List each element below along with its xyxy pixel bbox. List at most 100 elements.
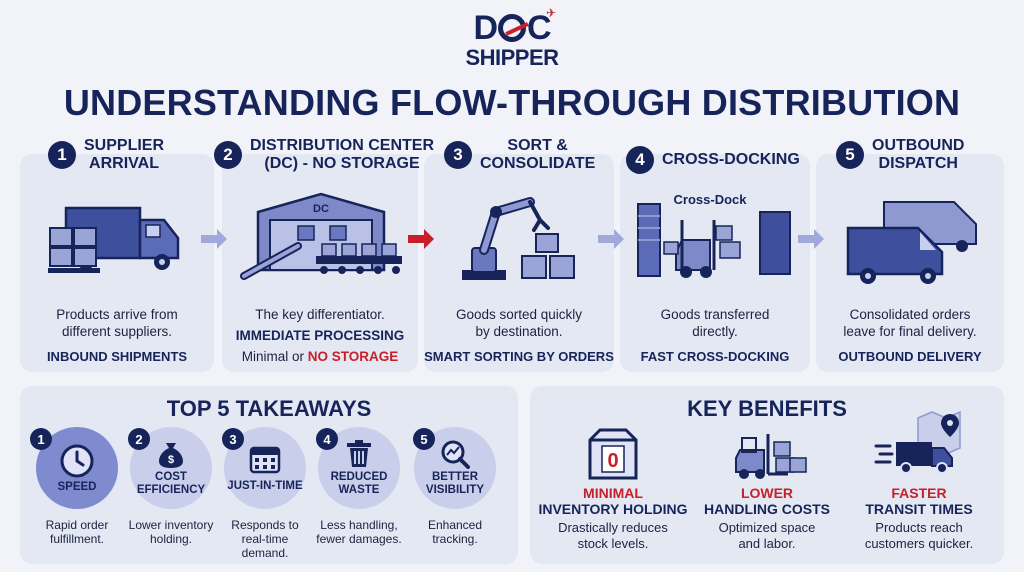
step-title: CROSS-DOCKING	[662, 151, 800, 169]
logo-letter-c: C	[527, 9, 552, 47]
benefit-heading: FASTER TRANSIT TIMES	[834, 485, 1004, 517]
forklift-icon	[735, 434, 807, 479]
benefit-heading: MINIMAL INVENTORY HOLDING	[528, 485, 698, 517]
takeaway-description: Responds to real-time demand.	[217, 518, 313, 560]
step-number: 4	[626, 146, 654, 174]
step-header-3: 3 SORT & CONSOLIDATE	[444, 137, 595, 173]
box-zero-value: 0	[607, 450, 618, 472]
desc-line: directly.	[692, 324, 738, 339]
label-line: WASTE	[338, 484, 380, 496]
takeaway-label: COST EFFICIENCY	[137, 471, 205, 497]
step-number: 3	[444, 141, 472, 169]
money-bag-icon: $	[159, 443, 183, 468]
takeaway-number: 2	[128, 428, 150, 450]
takeaway-just-in-time: JUST-IN-TIME	[224, 427, 306, 509]
desc-emphasis: IMMEDIATE PROCESSING	[235, 328, 405, 343]
desc-line: Products reach	[875, 520, 963, 535]
desc-line: Enhanced	[427, 518, 483, 532]
logo: D C ✈ SHIPPER	[462, 4, 562, 80]
benefit-highlight: MINIMAL	[583, 485, 643, 501]
label-line: REDUCED	[330, 471, 388, 483]
step-description-4: Goods transferred directly.	[620, 306, 810, 340]
step-header-1: 1 SUPPLIER ARRIVAL	[48, 137, 164, 173]
takeaway-number: 4	[316, 428, 338, 450]
clock-icon	[60, 444, 94, 477]
flow-arrow-highlight-icon	[408, 229, 434, 249]
label-line: EFFICIENCY	[136, 484, 206, 496]
robotic-arm-icon	[462, 197, 575, 280]
step-title-line: (DC) - NO STORAGE	[264, 155, 420, 172]
takeaway-description: Rapid order fulfillment.	[29, 518, 125, 546]
logo-subtitle: SHIPPER	[465, 45, 559, 70]
label-line: COST	[155, 471, 187, 483]
trash-icon	[347, 440, 371, 467]
fast-truck-icon	[874, 410, 961, 474]
step-description-5: Consolidated orders leave for final deli…	[816, 306, 1004, 340]
step-title-line: OUTBOUND	[872, 137, 965, 154]
desc-line: Responds to	[231, 518, 299, 532]
takeaway-description: Lower inventory holding.	[123, 518, 219, 546]
label-line: JUST-IN-TIME	[227, 479, 303, 492]
benefit-description: Optimized space and labor.	[682, 520, 852, 552]
step-number: 5	[836, 141, 864, 169]
desc-line: Goods sorted quickly	[455, 307, 583, 322]
desc-line: Minimal or NO STORAGE	[222, 348, 418, 365]
desc-line: Goods transferred	[660, 307, 770, 322]
desc-line: Consolidated orders	[849, 307, 971, 322]
step-header-4: 4 CROSS-DOCKING	[626, 146, 800, 174]
step-title-line: DISPATCH	[878, 155, 958, 172]
logo-letter-d: D	[473, 9, 498, 47]
desc-line: holding.	[149, 532, 193, 546]
benefits-title: KEY BENEFITS	[687, 396, 847, 421]
desc-line: leave for final delivery.	[843, 324, 977, 339]
logo-wordmark: D C	[462, 10, 562, 46]
takeaway-reduced-waste: REDUCED WASTE	[318, 427, 400, 509]
benefit-heading: LOWER HANDLING COSTS	[682, 485, 852, 517]
step-title: OUTBOUND DISPATCH	[872, 137, 964, 173]
step-card-3	[424, 154, 614, 372]
benefit-highlight: LOWER	[740, 485, 794, 501]
takeaway-label: REDUCED WASTE	[331, 471, 388, 497]
desc-line: Less handling,	[320, 518, 398, 532]
calendar-icon	[249, 446, 281, 473]
label-line: VISIBILITY	[425, 484, 485, 496]
flow-arrow-icon	[798, 229, 824, 249]
page-title: UNDERSTANDING FLOW-THROUGH DISTRIBUTION	[63, 82, 961, 123]
benefit-title: INVENTORY HOLDING	[538, 501, 688, 517]
logo-globe-icon	[498, 14, 526, 42]
benefit-title: TRANSIT TIMES	[865, 501, 973, 517]
cross-dock-icon: Cross-Dock	[637, 192, 791, 278]
step-number: 2	[214, 141, 242, 169]
step-header-5: 5 OUTBOUND DISPATCH	[836, 137, 964, 173]
takeaway-label: SPEED	[58, 481, 97, 494]
desc-line: fulfillment.	[49, 532, 105, 546]
step-title-line: CONSOLIDATE	[480, 155, 596, 172]
cross-dock-label: Cross-Dock	[674, 192, 748, 207]
takeaway-label: BETTER VISIBILITY	[426, 471, 484, 497]
step-title: DISTRIBUTION CENTER (DC) - NO STORAGE	[250, 137, 434, 173]
step-title: SORT & CONSOLIDATE	[480, 137, 595, 173]
flow-arrow-icon	[201, 229, 227, 249]
step-description-3: Goods sorted quickly by destination.	[424, 306, 614, 340]
step-title-line: SORT &	[507, 137, 568, 154]
desc-line: Optimized space	[718, 520, 816, 535]
step-tag-4: FAST CROSS-DOCKING	[640, 349, 790, 364]
desc-line: tracking.	[432, 532, 478, 546]
delivery-vans-icon	[846, 201, 977, 284]
benefit-description: Products reach customers quicker.	[834, 520, 1004, 552]
desc-line: The key differentiator.	[255, 307, 385, 322]
label-line: BETTER	[432, 471, 478, 483]
desc-line: Drastically reduces	[558, 520, 668, 535]
step-tag-3: SMART SORTING BY ORDERS	[424, 349, 614, 364]
step-title-line: SUPPLIER	[84, 137, 165, 154]
desc-line: customers quicker.	[864, 536, 974, 551]
takeaway-number: 5	[413, 428, 435, 450]
takeaway-label: JUST-IN-TIME	[227, 480, 302, 493]
desc-line: by destination.	[475, 324, 563, 339]
truck-with-pallets-icon	[48, 206, 180, 273]
step-description-2: The key differentiator. IMMEDIATE PROCES…	[222, 306, 418, 365]
magnifier-chart-icon	[441, 440, 470, 469]
warehouse-icon: DC	[240, 192, 402, 280]
desc-line: Lower inventory	[128, 518, 214, 532]
desc-line: demand.	[241, 546, 289, 560]
